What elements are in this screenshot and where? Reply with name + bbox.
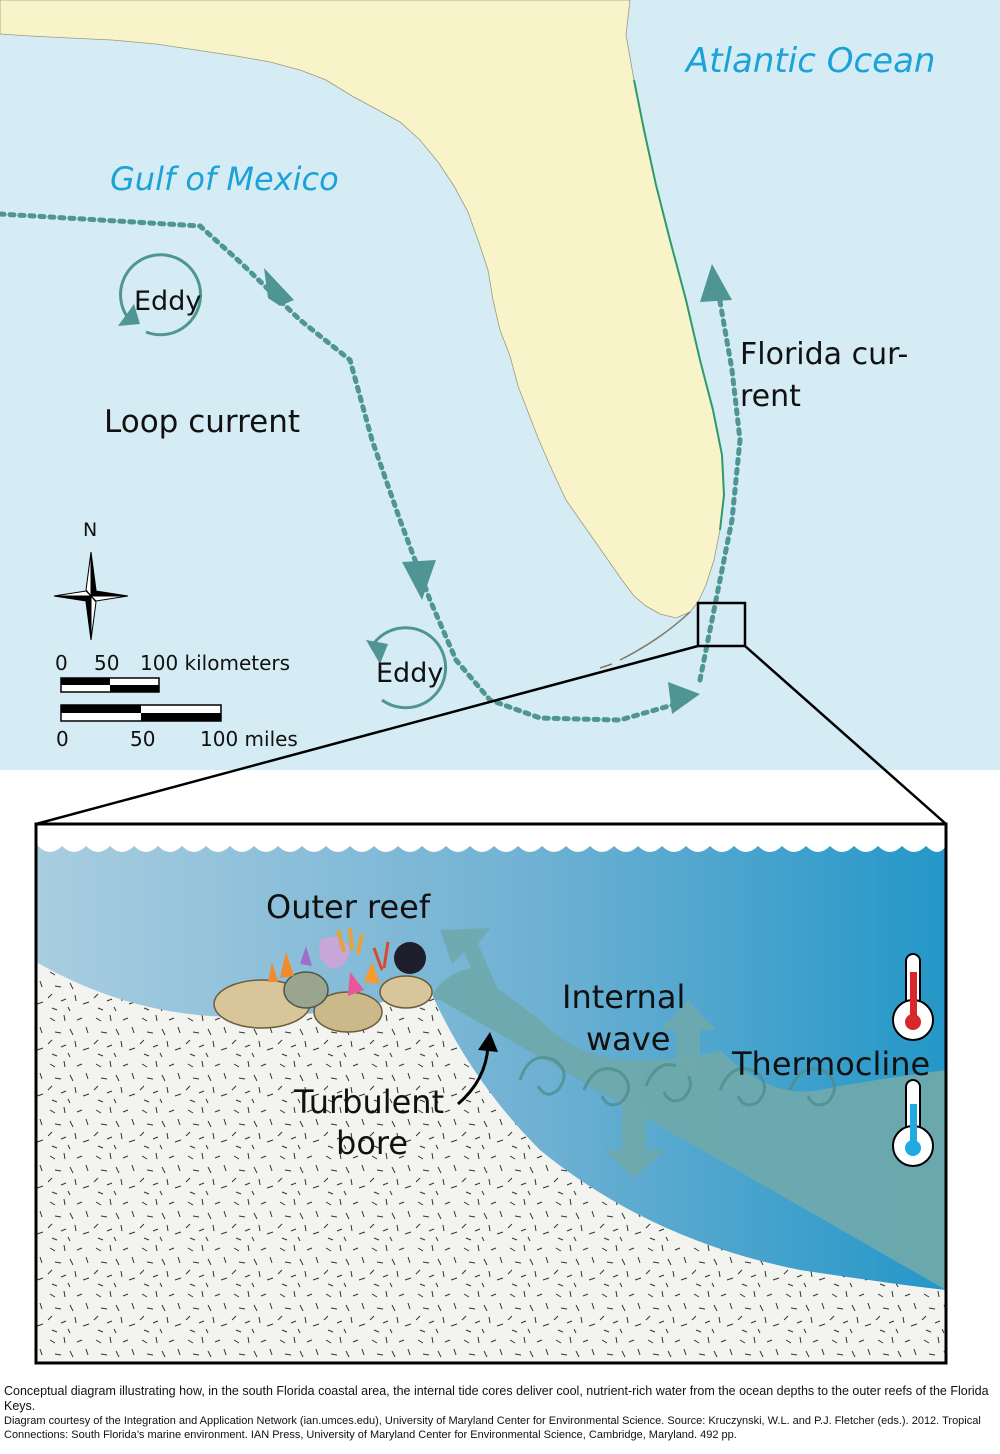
caption-credit-text: Diagram courtesy of the Integration and … [4, 1415, 981, 1441]
atlantic-ocean-label: Atlantic Ocean [684, 41, 935, 81]
loop-current-arrow-1-icon [264, 268, 294, 306]
compass-north-label: N [83, 519, 97, 541]
eddy-1-arrow-icon [118, 304, 140, 326]
loop-current-path [0, 211, 693, 723]
loop-current-arrow-2-icon [402, 560, 436, 600]
loop-current-arrow-3-icon [668, 682, 700, 714]
internal-wave-label-line2: wave [586, 1020, 670, 1058]
turbulent-bore-label-line2: bore [336, 1124, 408, 1162]
florida-current-label-line2: rent [740, 379, 801, 414]
inset-frame [34, 822, 948, 1365]
internal-wave-label-line1: Internal [562, 978, 685, 1016]
upwelling-arrow-2-icon [660, 1000, 716, 1076]
thermometer-warm-icon [892, 953, 934, 1041]
florida-keys [599, 611, 691, 669]
cold-water-layer [430, 968, 946, 1290]
scale-bar-km: 0 50 100 kilometers [55, 651, 290, 693]
seafloor-sand [36, 962, 946, 1363]
eddy-2-label: Eddy [376, 658, 443, 689]
turbulent-bore-arrow [457, 1045, 490, 1106]
eddy-2-arrow-icon [366, 640, 388, 664]
eddy-1-label: Eddy [134, 286, 201, 317]
scale-km-label-100: 100 kilometers [140, 651, 290, 675]
scale-bar-miles: 0 50 100 miles [56, 704, 298, 751]
zoom-area-box [696, 601, 747, 648]
caption-main-text: Conceptual diagram illustrating how, in … [4, 1384, 989, 1413]
florida-current-path [697, 287, 743, 683]
florida-current-arrow-icon [700, 264, 732, 302]
outer-reef-label: Outer reef [266, 888, 431, 926]
loop-current-label: Loop current [104, 404, 300, 440]
scale-miles-label-50: 50 [130, 727, 155, 751]
internal-wave-swirls [518, 1056, 836, 1107]
outer-reef-corals [213, 927, 433, 1033]
zoom-line-right [744, 645, 947, 825]
scale-km-label-50: 50 [94, 651, 119, 675]
thermocline-label: Thermocline [731, 1045, 930, 1083]
turbulent-bore-arrowhead-icon [478, 1032, 498, 1052]
upwelling-arrow-1-icon [440, 928, 500, 1000]
florida-current-label-line1: Florida cur- [740, 337, 908, 372]
inset-cross-section [36, 824, 946, 1363]
scale-miles-label-100: 100 miles [200, 727, 298, 751]
surface-waves [36, 824, 946, 852]
eddy-2-circle [370, 626, 448, 710]
compass-rose-icon [53, 551, 129, 641]
gulf-of-mexico-label: Gulf of Mexico [110, 160, 339, 198]
turbulent-bore-label-line1: Turbulent [293, 1083, 444, 1121]
eddy-1-circle [119, 253, 203, 337]
thermometer-cold-icon [892, 1079, 934, 1167]
figure-caption: Conceptual diagram illustrating how, in … [4, 1384, 996, 1442]
scale-km-label-0: 0 [55, 651, 68, 675]
zoom-line-left [35, 644, 699, 826]
florida-east-coast-strip [633, 79, 726, 531]
downwelling-arrow-icon [604, 1102, 666, 1178]
scale-miles-label-0: 0 [56, 727, 69, 751]
